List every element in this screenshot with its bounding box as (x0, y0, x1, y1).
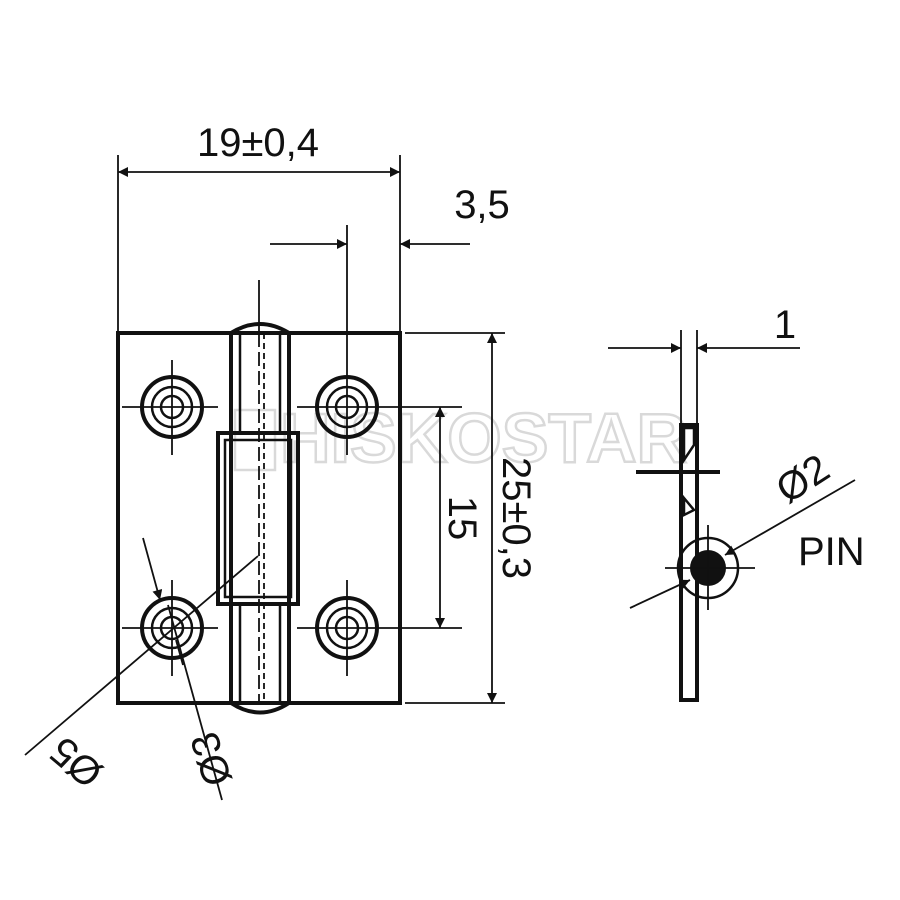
dimension-thickness: 1 (608, 303, 800, 425)
pin-label: PIN (798, 530, 865, 574)
mounting-hole-top-left (122, 360, 218, 455)
dimension-hole-spacing-label: 15 (440, 496, 484, 541)
dimension-height-label: 25±0,3 (494, 457, 538, 579)
front-view: 19±0,4 3,5 15 25±0,3 Ø5 (24, 121, 538, 801)
dimension-pin-label: Ø2 (769, 446, 838, 512)
leaf-profile (636, 423, 720, 702)
mounting-hole-bottom-left (122, 580, 218, 676)
dimension-hole-offset: 3,5 (270, 183, 510, 360)
dimension-thickness-label: 1 (774, 303, 796, 347)
pin-section (665, 525, 755, 610)
mounting-hole-top-right (297, 360, 395, 455)
knuckle-recess (216, 431, 300, 606)
dimension-hole-offset-label: 3,5 (454, 183, 510, 227)
hinge-knuckle (229, 280, 291, 715)
dimension-hole-spacing: 15 (395, 406, 484, 629)
watermark: HISKOSTAR (233, 398, 688, 478)
dimension-height: 25±0,3 (405, 332, 538, 704)
dimension-countersink-label: Ø5 (42, 728, 111, 796)
dimension-hole-label: Ø3 (182, 727, 240, 791)
mounting-hole-bottom-right (297, 580, 395, 676)
side-view: 1 Ø2 PIN (608, 303, 865, 702)
dimension-width-label: 19±0,4 (197, 121, 319, 165)
dimension-width: 19±0,4 (117, 121, 401, 333)
